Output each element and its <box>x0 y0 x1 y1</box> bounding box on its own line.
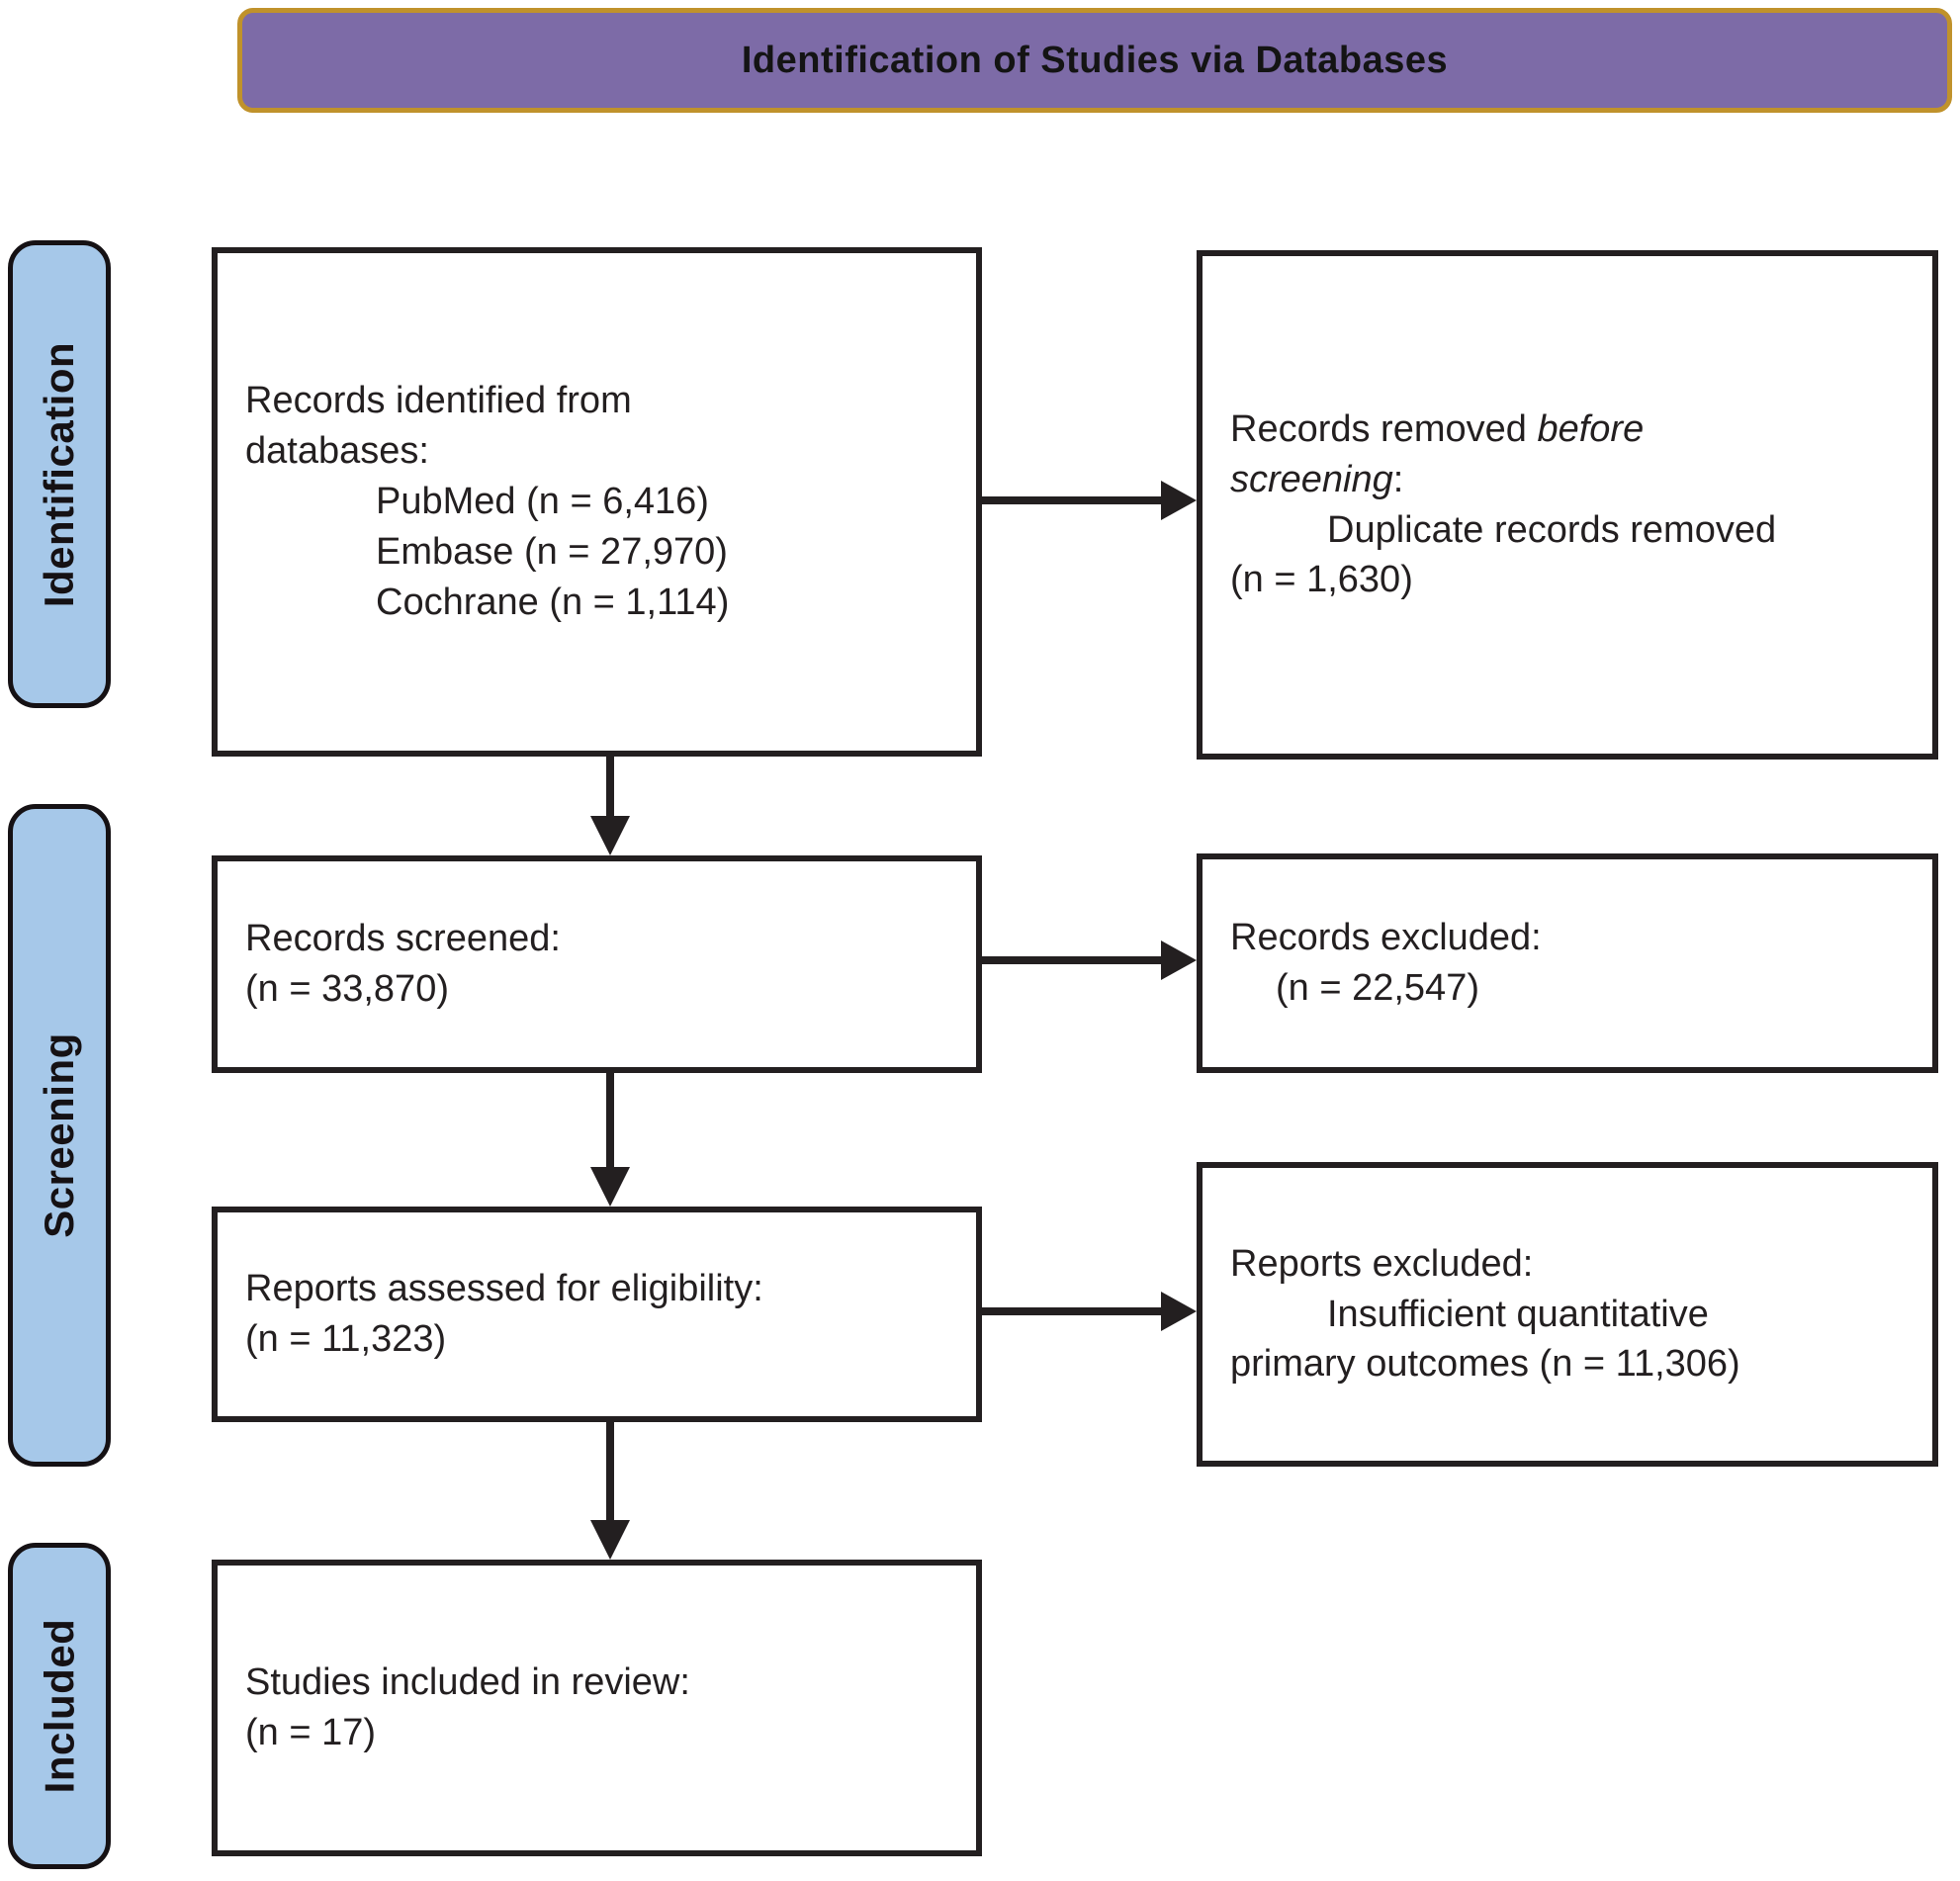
box-text-line: PubMed (n = 6,416) <box>376 481 709 523</box>
arrow-head-down-icon <box>590 1167 630 1207</box>
title-banner: Identification of Studies via Databases <box>237 8 1952 113</box>
arrow-screened-to-assessed <box>590 1073 630 1207</box>
arrow-screened-to-excluded <box>982 940 1197 980</box>
arrow-assessed-to-included <box>590 1421 630 1560</box>
box-text-line: Reports excluded: <box>1230 1242 1534 1285</box>
box-text-line: Records identified from <box>245 380 632 422</box>
box-text-line: Records removed before <box>1230 404 1905 455</box>
box-text-line: screening: <box>1230 455 1905 505</box>
stage-label-text: Identification <box>36 341 82 607</box>
box-text-segment: : <box>1392 458 1404 500</box>
box-studies-included: Studies included in review: (n = 17) <box>212 1560 982 1856</box>
box-text-segment: Records removed <box>1230 407 1538 450</box>
arrow-head-down-icon <box>590 1520 630 1560</box>
stage-label-included: Included <box>8 1543 111 1869</box>
arrow-shaft <box>606 1073 614 1172</box>
box-text-segment-italic: screening <box>1230 458 1393 500</box>
arrow-identified-to-screened <box>590 757 630 855</box>
arrow-shaft <box>982 956 1168 964</box>
box-records-screened: Records screened: (n = 33,870) <box>212 855 982 1073</box>
arrow-shaft <box>606 757 614 822</box>
box-records-excluded: Records excluded: (n = 22,547) <box>1197 853 1938 1073</box>
box-text-line: primary outcomes (n = 11,306) <box>1230 1343 1740 1386</box>
box-text-line: (n = 1,630) <box>1230 559 1413 601</box>
box-text-line: Insufficient quantitative <box>1327 1293 1709 1335</box>
stage-label-text: Screening <box>36 1032 83 1238</box>
arrow-head-right-icon <box>1161 481 1197 520</box>
box-text-line: Embase (n = 27,970) <box>376 530 728 573</box>
box-reports-assessed: Reports assessed for eligibility: (n = 1… <box>212 1207 982 1422</box>
arrow-head-right-icon <box>1161 940 1197 980</box>
arrow-shaft <box>982 496 1168 504</box>
box-records-removed: Records removed before screening: Duplic… <box>1197 250 1938 760</box>
box-text-line: Reports assessed for eligibility: <box>245 1268 763 1310</box>
arrow-head-right-icon <box>1161 1292 1197 1331</box>
arrow-head-down-icon <box>590 816 630 855</box>
box-records-identified: Records identified from databases: PubMe… <box>212 247 982 757</box>
box-text-line: databases: <box>245 430 429 473</box>
diagram-title: Identification of Studies via Databases <box>741 39 1449 81</box>
box-text-line: (n = 33,870) <box>245 968 449 1010</box>
stage-label-text: Included <box>36 1618 82 1794</box>
stage-label-identification: Identification <box>8 240 111 708</box>
box-text-line: Records excluded: <box>1230 917 1542 959</box>
box-text-line: Cochrane (n = 1,114) <box>376 581 730 623</box>
box-text-line: Records screened: <box>245 918 561 960</box>
arrow-assessed-to-reports-excluded <box>982 1292 1197 1331</box>
box-reports-excluded: Reports excluded: Insufficient quantitat… <box>1197 1162 1938 1467</box>
box-text-line: Studies included in review: <box>245 1661 690 1704</box>
stage-label-screening: Screening <box>8 804 111 1467</box>
arrow-shaft <box>606 1421 614 1525</box>
arrow-identified-to-removed <box>982 481 1197 520</box>
box-text-line: (n = 11,323) <box>245 1318 447 1360</box>
box-text-segment-italic: before <box>1537 407 1645 450</box>
box-text-line: (n = 17) <box>245 1712 377 1753</box>
arrow-shaft <box>982 1307 1168 1315</box>
box-text-line: Duplicate records removed <box>1327 508 1777 551</box>
box-text-line: (n = 22,547) <box>1276 967 1479 1009</box>
